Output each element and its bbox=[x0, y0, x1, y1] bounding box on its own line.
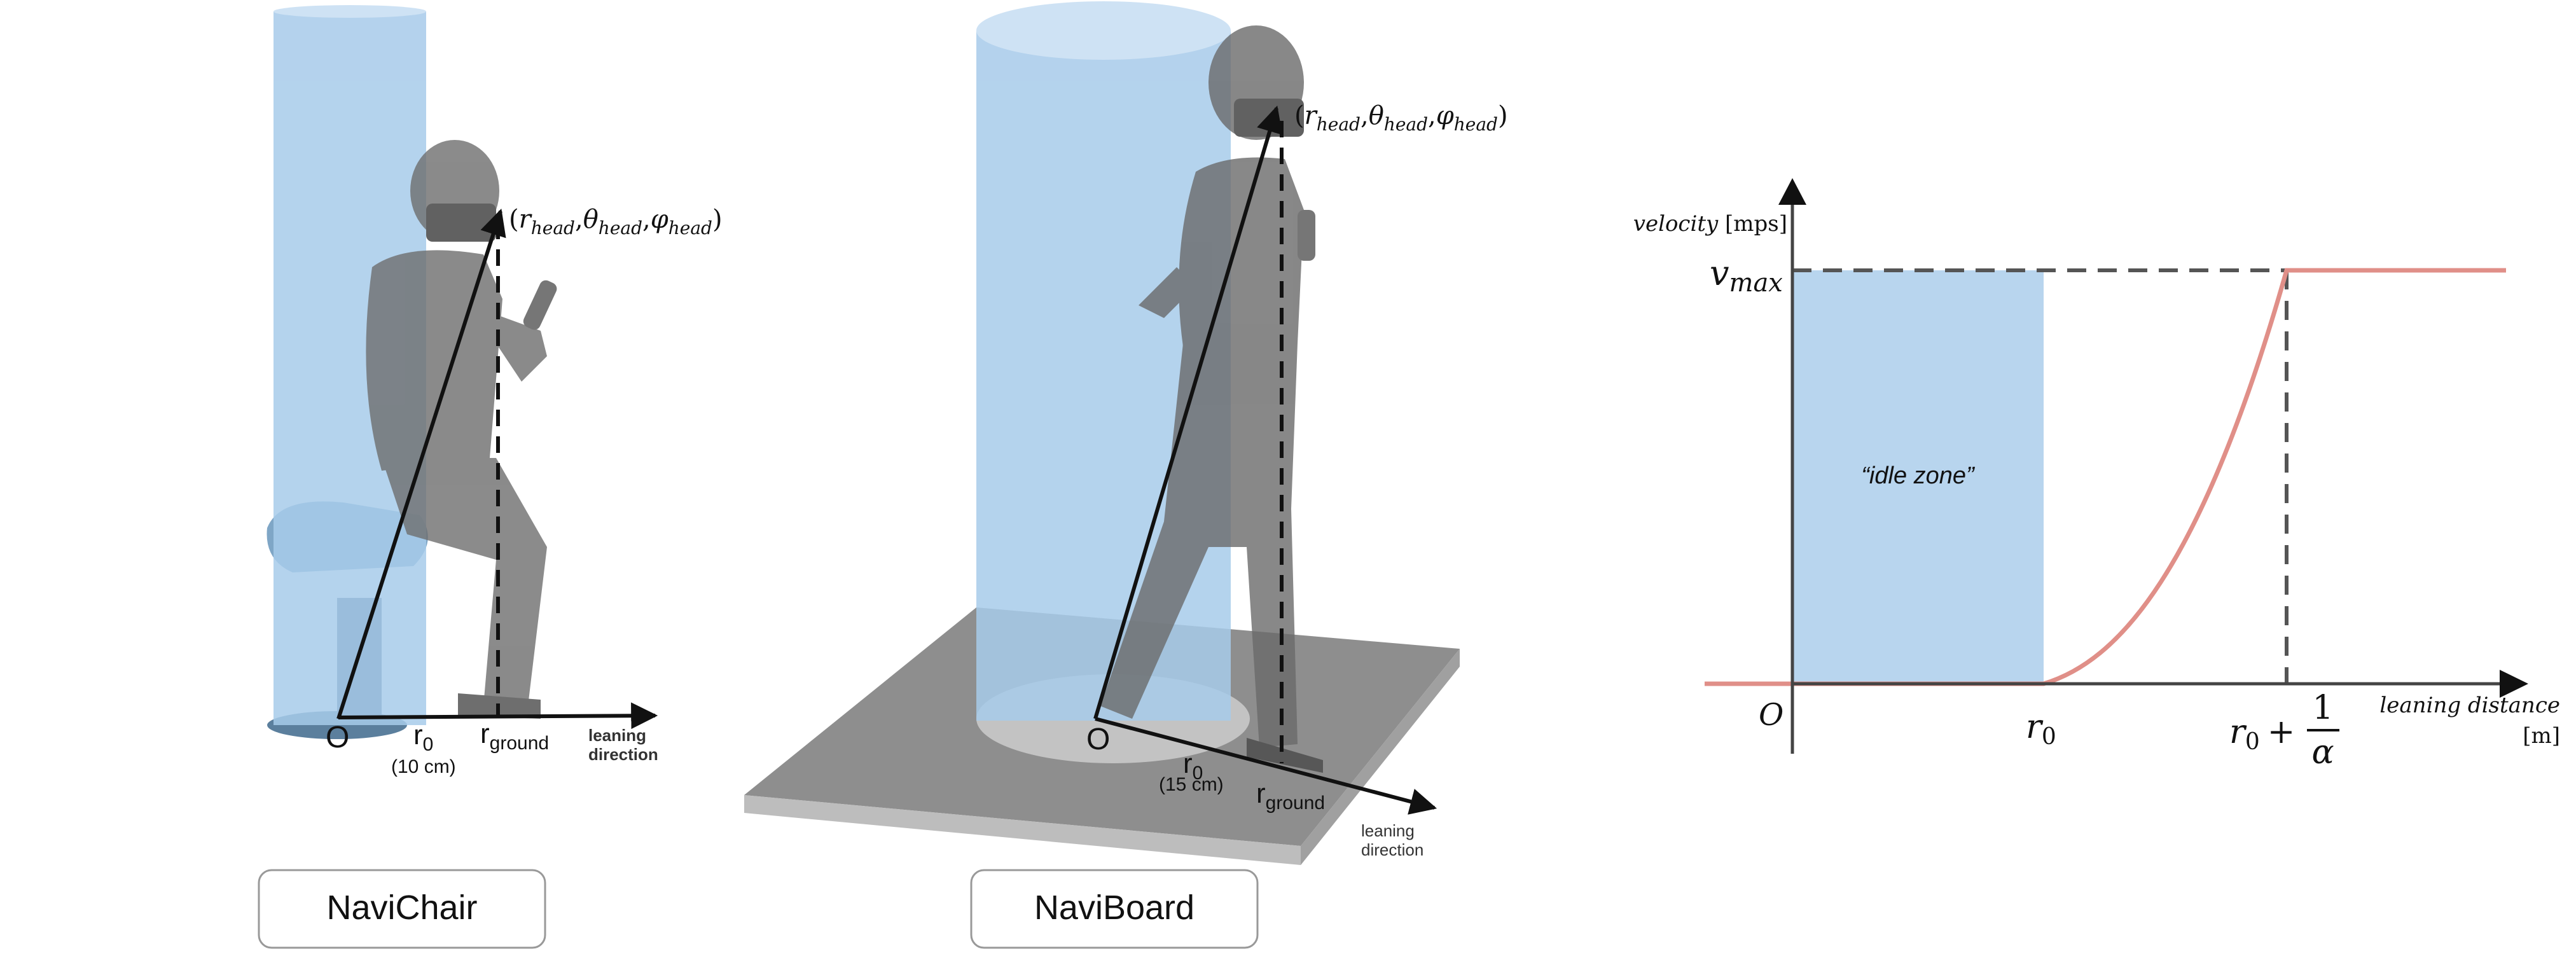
origin-label: O bbox=[326, 721, 349, 754]
head-vector-arrow bbox=[336, 208, 506, 719]
navichair-panel: (rhead,θhead,φhead) O r0 (10 cm) rground… bbox=[258, 5, 723, 949]
saturation-tick-label: r0+ 1 α bbox=[2229, 689, 2339, 772]
head-vector-arrow-board bbox=[1093, 105, 1283, 719]
leaning-direction-label: leaning direction bbox=[588, 726, 658, 764]
idle-zone-label: “idle zone” bbox=[1861, 462, 1976, 489]
y-axis-arrowhead bbox=[1778, 178, 1806, 205]
r0-value-label-board: (15 cm) bbox=[1159, 774, 1224, 795]
svg-text:α: α bbox=[2311, 733, 2334, 772]
vmax-label: vmax bbox=[1710, 253, 1783, 298]
graph-origin-label: O bbox=[1759, 697, 1783, 733]
r0-label-board: r0 bbox=[1183, 748, 1203, 784]
svg-text:1: 1 bbox=[2312, 689, 2333, 727]
x-axis-unit: [m] bbox=[2523, 723, 2560, 749]
velocity-graph: “idle zone” velocity [mps] vmax O r0 r0+… bbox=[1633, 178, 2560, 772]
svg-text:NaviChair: NaviChair bbox=[326, 889, 477, 927]
rground-label-board: rground bbox=[1256, 778, 1325, 814]
idle-zone-area bbox=[1792, 270, 2044, 684]
x-axis-label: leaning distance bbox=[2379, 693, 2560, 718]
head-coordinates-label: (rhead,θhead,φhead) bbox=[509, 205, 723, 239]
seated-person-illustration bbox=[366, 140, 557, 719]
navichair-caption: NaviChair bbox=[258, 869, 546, 949]
naviboard-caption: NaviBoard bbox=[970, 869, 1259, 949]
head-coordinates-label-board: (rhead,θhead,φhead) bbox=[1294, 101, 1508, 135]
origin-label-board: O bbox=[1086, 723, 1110, 756]
leaning-direction-arrow bbox=[338, 702, 658, 730]
naviboard-panel: (rhead,θhead,φhead) O r0 (15 cm) rground… bbox=[744, 1, 1508, 949]
velocity-curve bbox=[1705, 268, 2506, 686]
y-axis-label: velocity [mps] bbox=[1633, 211, 1787, 237]
r0-label: r0 bbox=[413, 719, 433, 755]
r0-tick-label: r0 bbox=[2026, 708, 2056, 750]
x-axis-arrowhead bbox=[2500, 670, 2528, 698]
r0-value-label: (10 cm) bbox=[391, 756, 456, 777]
svg-text:r0+: r0+ bbox=[2229, 713, 2295, 755]
leaning-direction-label-board: leaning direction bbox=[1361, 821, 1423, 859]
rground-label: rground bbox=[480, 718, 549, 754]
leaning-direction-arrow-board bbox=[1095, 717, 1437, 815]
svg-text:NaviBoard: NaviBoard bbox=[1034, 889, 1195, 927]
